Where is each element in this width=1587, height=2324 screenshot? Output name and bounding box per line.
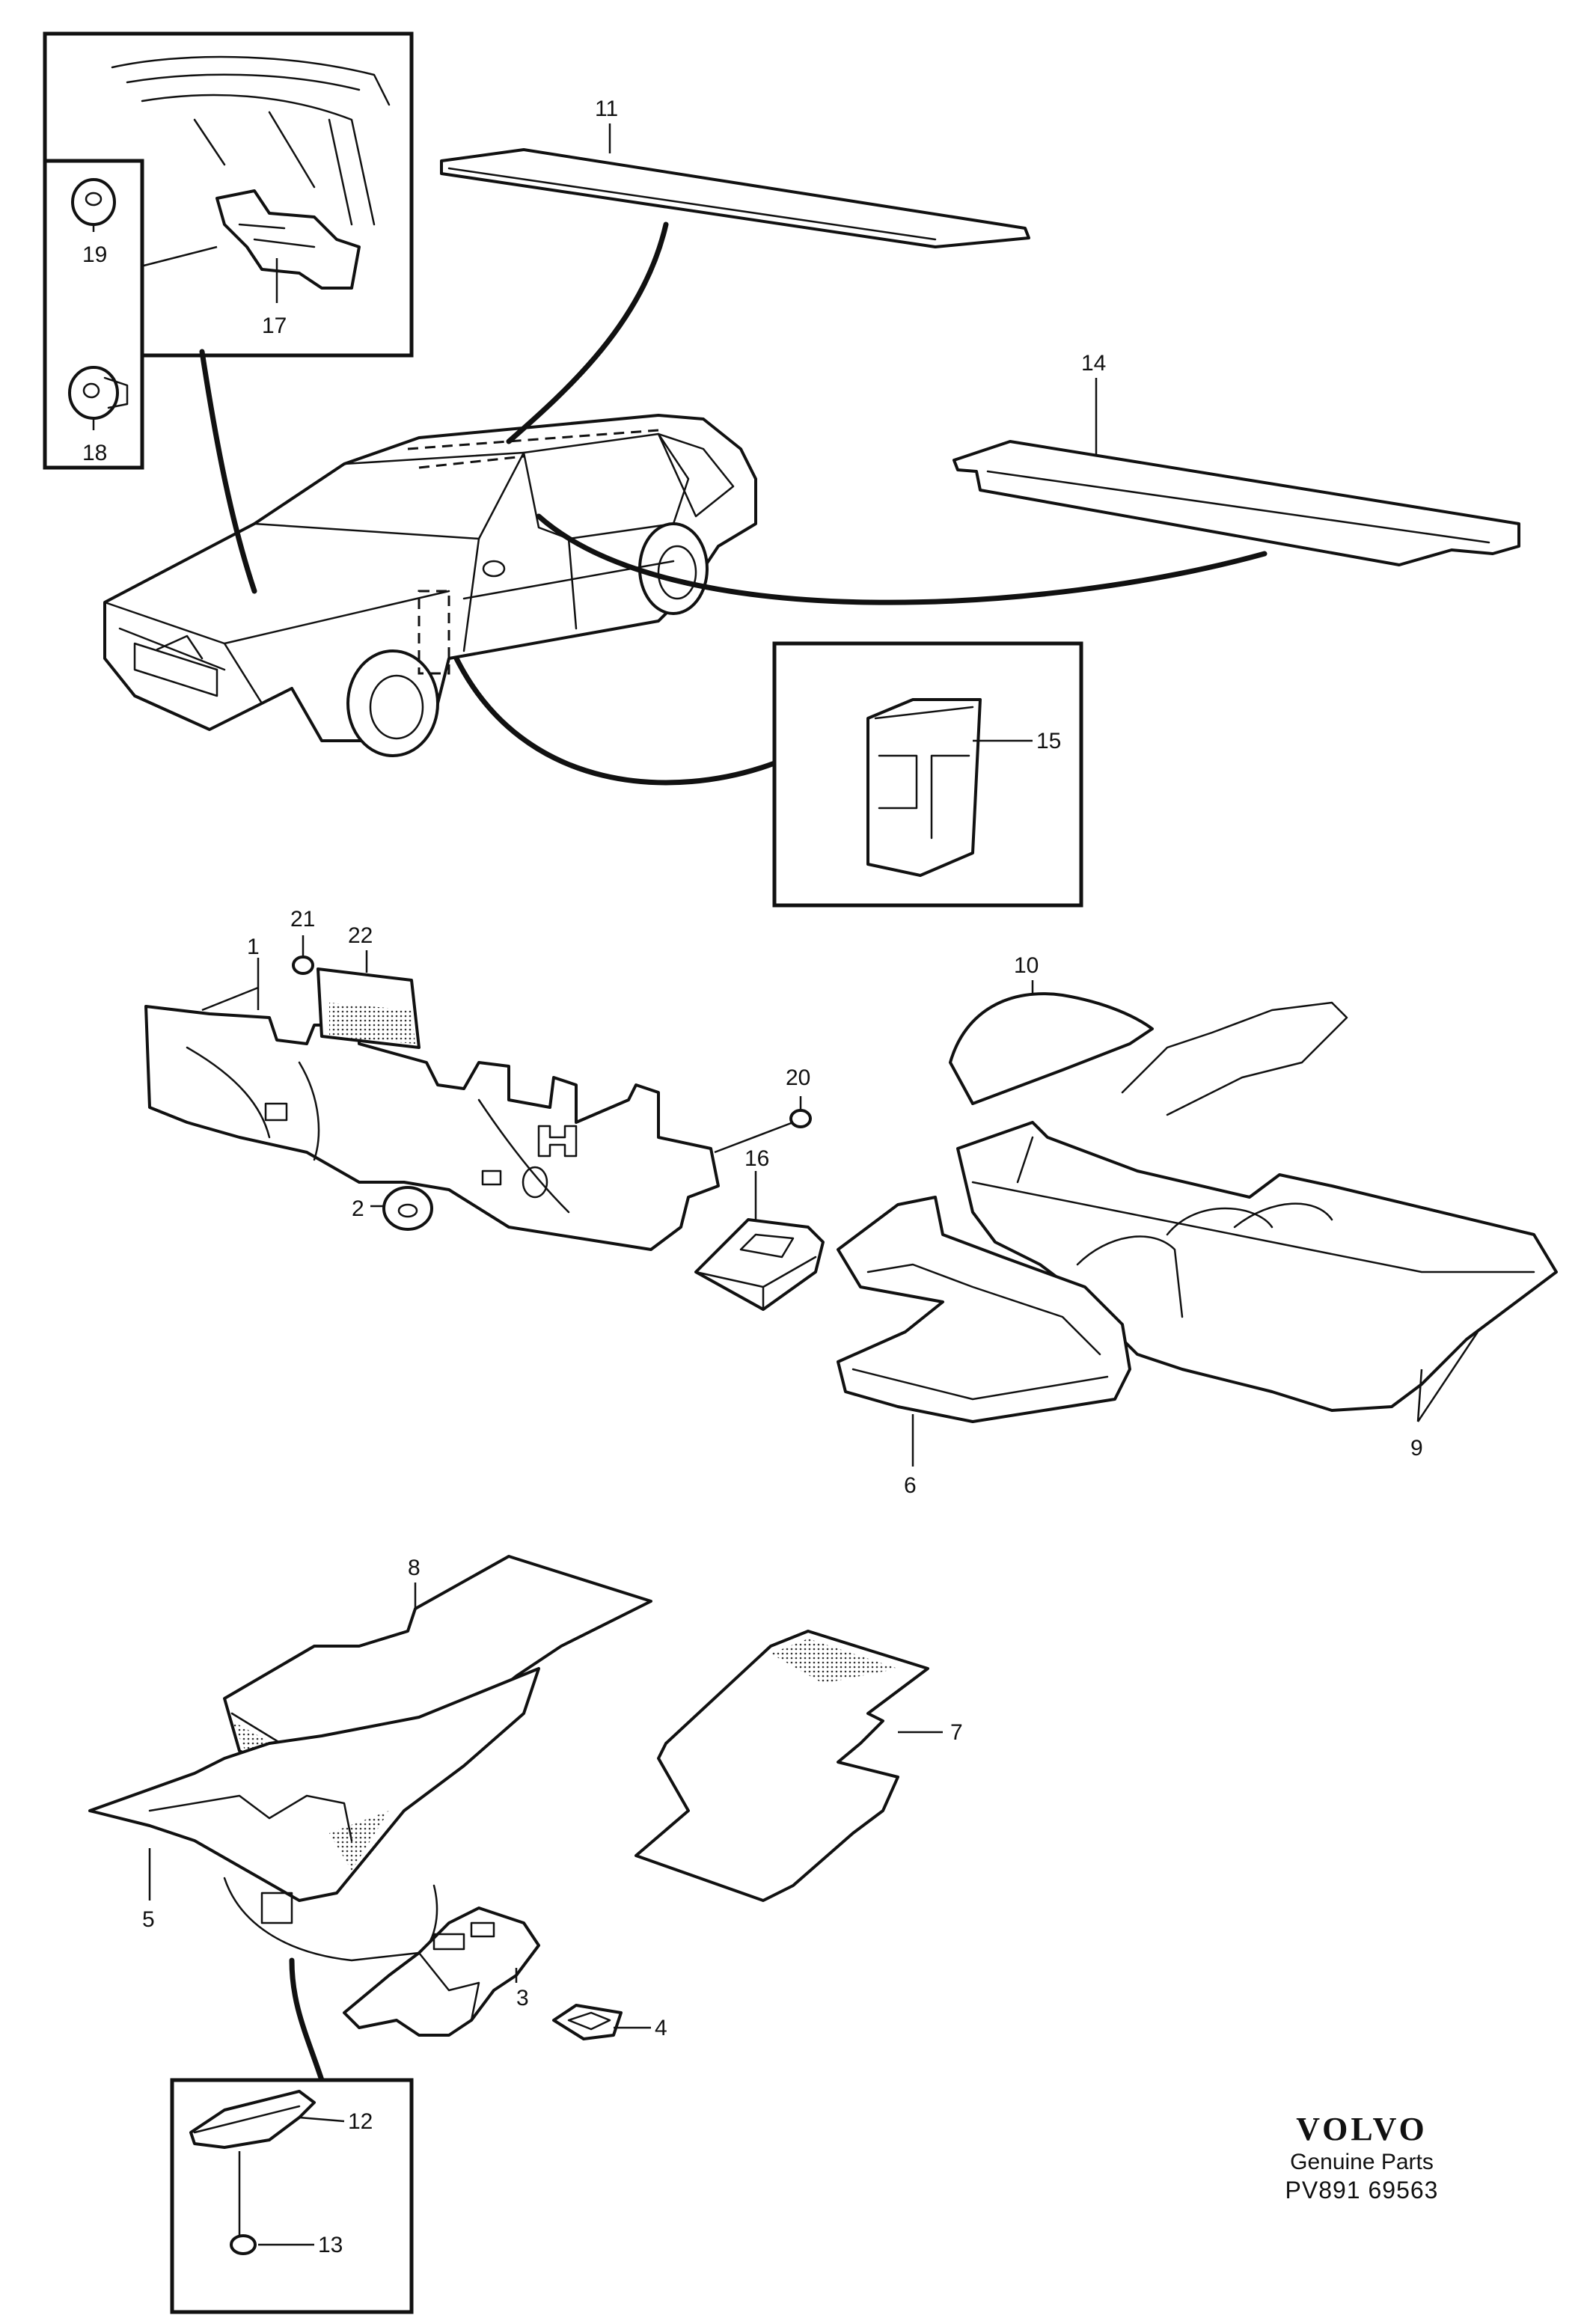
callout-22: 22: [348, 923, 373, 948]
callout-7: 7: [950, 1720, 963, 1745]
callout-5: 5: [142, 1907, 155, 1932]
callout-12: 12: [348, 2109, 373, 2134]
diagram-code: PV891 69563: [1285, 2177, 1439, 2204]
part-21-nut: 21: [290, 907, 315, 975]
part-18-clip: [68, 366, 129, 420]
callout-21: 21: [290, 907, 315, 932]
callout-14: 14: [1081, 351, 1106, 376]
part-20-nut: 20: [714, 1065, 812, 1154]
part-15-pillar-foam: [866, 698, 982, 877]
part-6-front-carpet: 6: [837, 1196, 1184, 1498]
callout-10: 10: [1014, 953, 1039, 978]
callout-9: 9: [1410, 1436, 1423, 1461]
part-10-wheelhouse: 10: [949, 953, 1154, 1105]
part-11-roof-insulation: 11: [440, 97, 1030, 248]
callout-4: 4: [655, 2016, 667, 2040]
arrow-roof: [506, 221, 669, 444]
arrow-pillar: [453, 655, 777, 786]
part-14-rear-insulation: 14: [952, 351, 1520, 566]
pillar-inset: 15: [772, 641, 1083, 908]
callout-11: 11: [595, 97, 618, 121]
brand-block: VOLVO Genuine Parts PV891 69563: [1250, 2110, 1474, 2204]
part-17-hood-insulation: [215, 189, 361, 290]
part-4-clip: 4: [552, 2004, 667, 2040]
callout-8: 8: [408, 1556, 421, 1580]
callout-15: 15: [1036, 729, 1061, 753]
callout-13: 13: [318, 2233, 343, 2257]
part-16-block: 16: [694, 1146, 825, 1311]
brand-subtitle: Genuine Parts: [1290, 2150, 1434, 2174]
part-5-front-floor-mat: 5: [88, 1667, 540, 1932]
callout-1: 1: [247, 935, 260, 959]
car-illustration: [103, 414, 757, 757]
arrow-hood: [199, 349, 257, 594]
floor-body-outline: [1121, 1001, 1348, 1116]
callout-16: 16: [744, 1146, 769, 1171]
arrow-lower-inset: [289, 1957, 325, 2083]
callout-2: 2: [352, 1196, 364, 1221]
part-2-plug: 2: [352, 1186, 433, 1231]
part-7-rear-mat: 7: [635, 1630, 963, 1902]
callout-6: 6: [904, 1473, 917, 1498]
callout-3: 3: [516, 1986, 529, 2010]
part-19-clip: [71, 178, 116, 226]
part-3-tunnel-cover: 3: [343, 1906, 540, 2037]
callout-19: 19: [82, 242, 107, 267]
callout-20: 20: [786, 1065, 810, 1090]
lower-body-outline: [223, 1877, 438, 1962]
callout-18: 18: [82, 441, 107, 465]
volvo-logo: VOLVO: [1296, 2111, 1428, 2147]
hood-inset: 19 18 17: [43, 31, 414, 470]
lower-inset: 12 13: [170, 2078, 414, 2314]
arrow-rear: [536, 513, 1268, 605]
callout-17: 17: [262, 314, 287, 338]
part-22-patch: 22: [317, 923, 421, 1049]
part-13-nut: [230, 2234, 257, 2255]
